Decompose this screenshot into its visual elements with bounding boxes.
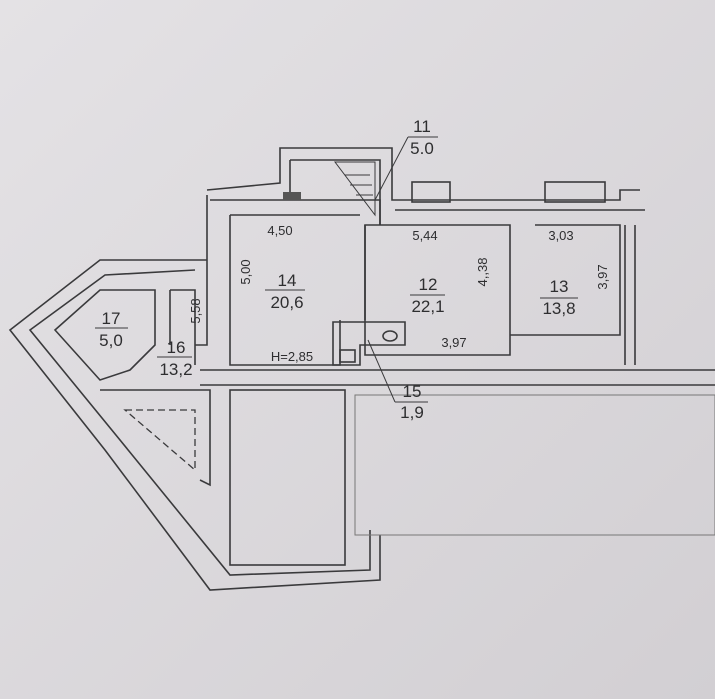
room-11-area: 5.0 xyxy=(410,139,434,158)
room-15-number: 15 xyxy=(403,382,422,401)
dim-room14-depth: 5,00 xyxy=(238,259,253,284)
room-16-number: 16 xyxy=(167,338,186,357)
dim-room13-depth: 3,97 xyxy=(595,264,610,289)
ceiling-height: H=2,85 xyxy=(271,349,313,364)
room-14-area: 20,6 xyxy=(270,293,303,312)
dim-room12-depth: 4,,38 xyxy=(475,258,490,287)
dim-room16-depth: 5,58 xyxy=(188,298,203,323)
dim-room14-width: 4,50 xyxy=(267,223,292,238)
room-13-area: 13,8 xyxy=(542,299,575,318)
room-11-number: 11 xyxy=(413,117,431,136)
dim-room12-width: 5,44 xyxy=(412,228,437,243)
room-13-number: 13 xyxy=(550,277,569,296)
toilet-icon xyxy=(382,330,398,342)
room-14-number: 14 xyxy=(278,271,297,290)
room-12-number: 12 xyxy=(419,275,438,294)
chimney-block xyxy=(283,192,301,200)
room-16-area: 13,2 xyxy=(159,360,192,379)
dimension-labels: 4,50 5,00 5,44 4,,38 3,97 3,03 3,97 5,58… xyxy=(188,223,610,364)
room-17-area: 5,0 xyxy=(99,331,123,350)
leader-lines xyxy=(95,136,578,403)
room-12-area: 22,1 xyxy=(411,297,444,316)
room-17-number: 17 xyxy=(102,309,121,328)
room-labels: 11 5.0 12 22,1 13 13,8 14 20,6 15 1,9 16… xyxy=(99,117,575,422)
dim-room12-bottom: 3,97 xyxy=(441,335,466,350)
dim-room13-width: 3,03 xyxy=(548,228,573,243)
room-15-area: 1,9 xyxy=(400,403,424,422)
sink-icon xyxy=(339,349,356,363)
walls xyxy=(8,147,715,591)
